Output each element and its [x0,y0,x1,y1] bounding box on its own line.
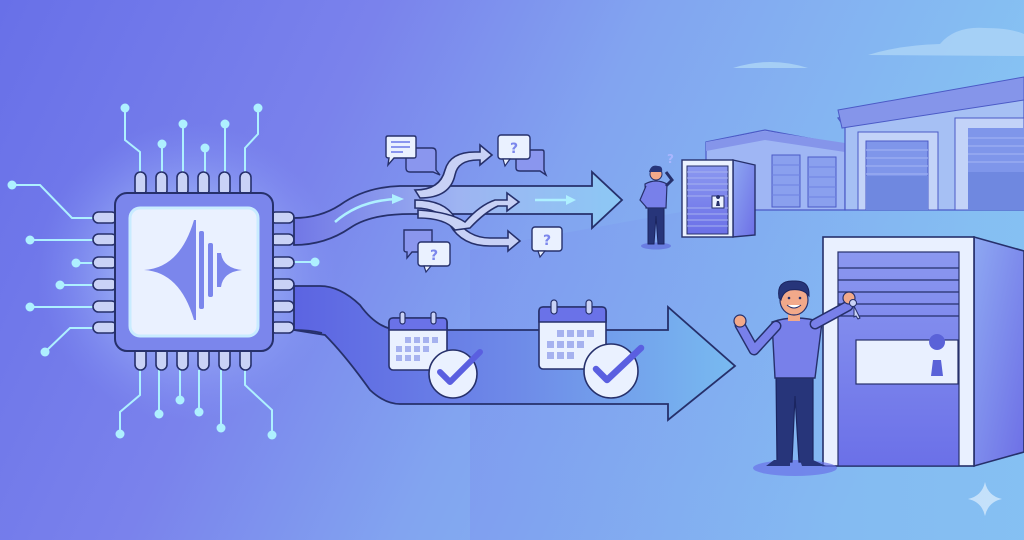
chat-lines-bubble [385,135,441,176]
keyhole-icon [929,334,946,376]
question-bubble-top: ? [497,134,548,177]
storage-unit [822,235,1024,468]
cloud-icon [733,27,1024,68]
storage-facility [705,76,1024,211]
branch-arrows [413,143,522,253]
confused-person: ? [639,152,674,250]
waveform-icon [144,220,242,320]
chat-lines-icon [391,141,410,153]
circuit-traces [12,108,315,435]
question-bubble-bottom-left: ? [403,229,451,274]
chip-pins [92,171,295,371]
small-storage-unit [681,159,756,238]
calendar-check-icon [388,311,483,399]
question-mark: ? [667,152,674,166]
trace-nodes [7,103,320,440]
ai-chip [7,103,337,440]
top-arrow [293,169,624,246]
sparkle-icon [968,482,1002,516]
calendar-check-icon [538,299,645,399]
key-icon [849,299,861,320]
bottom-flow [293,285,737,422]
question-mark: ? [510,141,518,157]
question-bubble-bottom-right: ? [531,226,563,259]
svg-text:?: ? [543,233,551,249]
keyhole-icon [716,195,721,206]
top-flow: ? ? ? [293,134,624,274]
happy-person [733,280,861,476]
svg-text:?: ? [430,248,438,264]
